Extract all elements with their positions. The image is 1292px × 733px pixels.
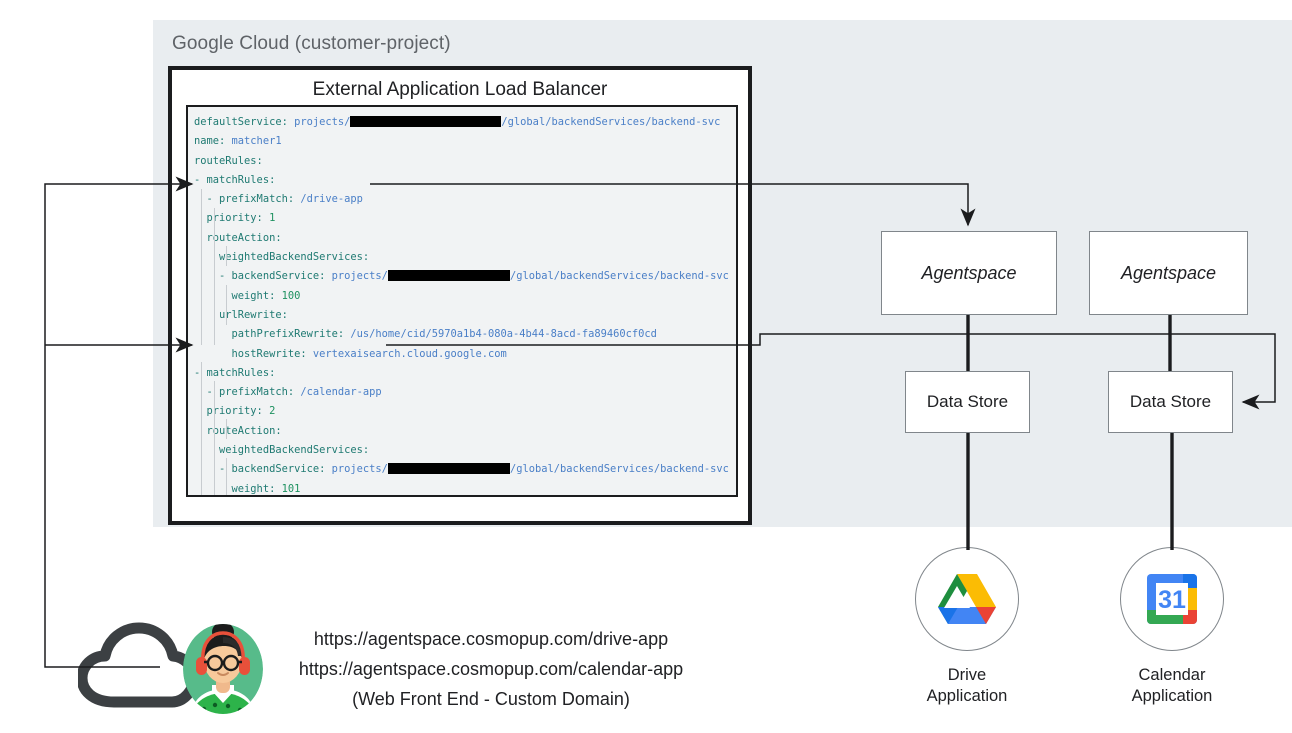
yaml-line: - matchRules: <box>194 366 276 379</box>
yaml-line: routeAction: <box>194 424 282 437</box>
indent-guide <box>226 419 227 439</box>
redacted-project-id <box>387 463 510 475</box>
yaml-line: hostRewrite: vertexaisearch.cloud.google… <box>194 347 507 360</box>
yaml-line: urlRewrite: <box>194 308 288 321</box>
yaml-line: weight: 101 <box>194 482 301 495</box>
yaml-line: defaultService: projects//global/backend… <box>194 116 721 128</box>
calendar-application-circle: 31 <box>1120 547 1224 651</box>
drive-application-circle <box>915 547 1019 651</box>
front-end-note: (Web Front End - Custom Domain) <box>352 689 630 709</box>
calendar-day-number: 31 <box>1158 586 1186 614</box>
external-application-load-balancer-box: External Application Load Balancer defau… <box>168 66 752 525</box>
google-calendar-icon: 31 <box>1147 574 1197 624</box>
indent-guide <box>226 246 227 266</box>
yaml-line: - matchRules: <box>194 173 276 186</box>
edge-user-to-drive-rule <box>44 176 194 668</box>
user-avatar <box>182 619 264 715</box>
yaml-line: priority: 2 <box>194 405 276 418</box>
yaml-line: - prefixMatch: /calendar-app <box>194 386 382 399</box>
indent-guide <box>214 381 215 495</box>
url-calendar-app: https://agentspace.cosmopup.com/calendar… <box>298 659 684 679</box>
data-store-node-1: Data Store <box>905 371 1030 433</box>
edge-calendar-rule-to-data-store-2 <box>386 333 1276 410</box>
yaml-line: name: matcher1 <box>194 135 282 148</box>
yaml-line: - backendService: projects//global/backe… <box>194 270 729 283</box>
yaml-line: weight: 100 <box>194 289 301 302</box>
google-drive-icon <box>938 574 996 624</box>
yaml-line: routeAction: <box>194 231 282 244</box>
yaml-line: pathPrefixRewrite: /us/home/cid/5970a1b4… <box>194 328 657 341</box>
yaml-line: routeRules: <box>194 154 263 167</box>
google-cloud-panel-label: Google Cloud (customer-project) <box>172 33 451 54</box>
edge-drive-rule-to-agentspace-1 <box>370 183 976 227</box>
agentspace-node-2: Agentspace <box>1089 231 1248 315</box>
data-store-node-2: Data Store <box>1108 371 1233 433</box>
indent-guide <box>226 458 227 495</box>
agentspace-node-1: Agentspace <box>881 231 1057 315</box>
indent-guide <box>201 362 202 495</box>
yaml-line: weightedBackendServices: <box>194 444 370 457</box>
drive-application-caption: Drive Application <box>926 666 1008 705</box>
indent-guide <box>201 189 202 345</box>
redacted-project-id <box>350 116 502 127</box>
calendar-application-caption: Calendar Application <box>1131 666 1213 705</box>
load-balancer-title: External Application Load Balancer <box>312 79 608 100</box>
yaml-line: - backendService: projects//global/backe… <box>194 463 729 476</box>
redacted-project-id <box>387 270 510 282</box>
yaml-line: - prefixMatch: /drive-app <box>194 193 363 206</box>
indent-guide <box>226 285 227 325</box>
indent-guide <box>214 208 215 345</box>
yaml-config-code-block: defaultService: projects//global/backend… <box>186 105 738 497</box>
url-drive-app: https://agentspace.cosmopup.com/drive-ap… <box>313 629 669 649</box>
front-end-url-block: https://agentspace.cosmopup.com/drive-ap… <box>281 624 701 714</box>
yaml-line: priority: 1 <box>194 212 276 225</box>
yaml-line: weightedBackendServices: <box>194 251 370 264</box>
